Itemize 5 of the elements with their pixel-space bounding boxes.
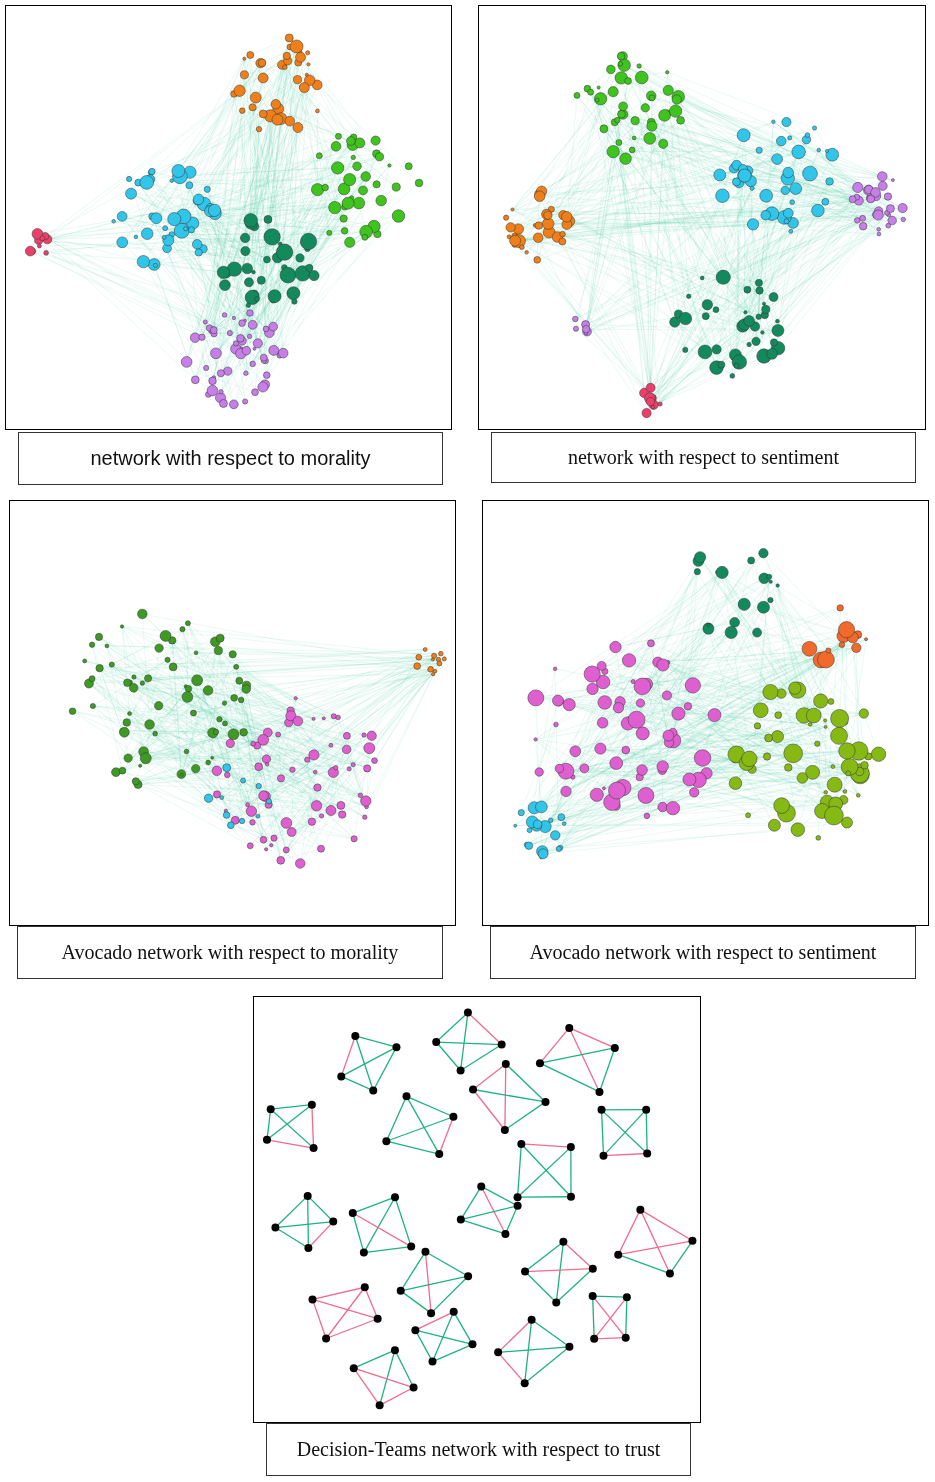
caption: Avocado network with respect to sentiment [490,926,916,979]
caption: network with respect to morality [18,432,443,485]
caption: Avocado network with respect to morality [17,926,443,979]
caption: Decision-Teams network with respect to trust [266,1423,691,1476]
caption: network with respect to sentiment [491,432,916,483]
